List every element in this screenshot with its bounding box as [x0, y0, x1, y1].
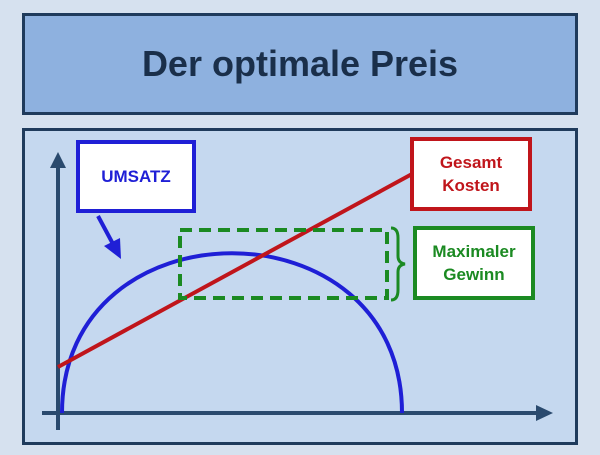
page-title: Der optimale Preis — [141, 43, 459, 84]
revenue-curve — [60, 251, 404, 414]
profit-brace — [390, 226, 406, 302]
umsatz-pointer-arrow — [96, 215, 115, 245]
umsatz-pointer-arrowhead — [104, 238, 121, 259]
max-profit-rectangle — [178, 228, 389, 300]
x-axis-arrowhead — [536, 405, 553, 421]
maximaler-gewinn-label: Maximaler Gewinn — [413, 226, 535, 300]
gesamtkosten-label: Gesamt Kosten — [410, 137, 532, 211]
umsatz-label: UMSATZ — [76, 140, 196, 213]
title-panel: Der optimale Preis — [22, 13, 578, 115]
y-axis-arrowhead — [50, 152, 66, 168]
cost-line — [57, 172, 413, 369]
